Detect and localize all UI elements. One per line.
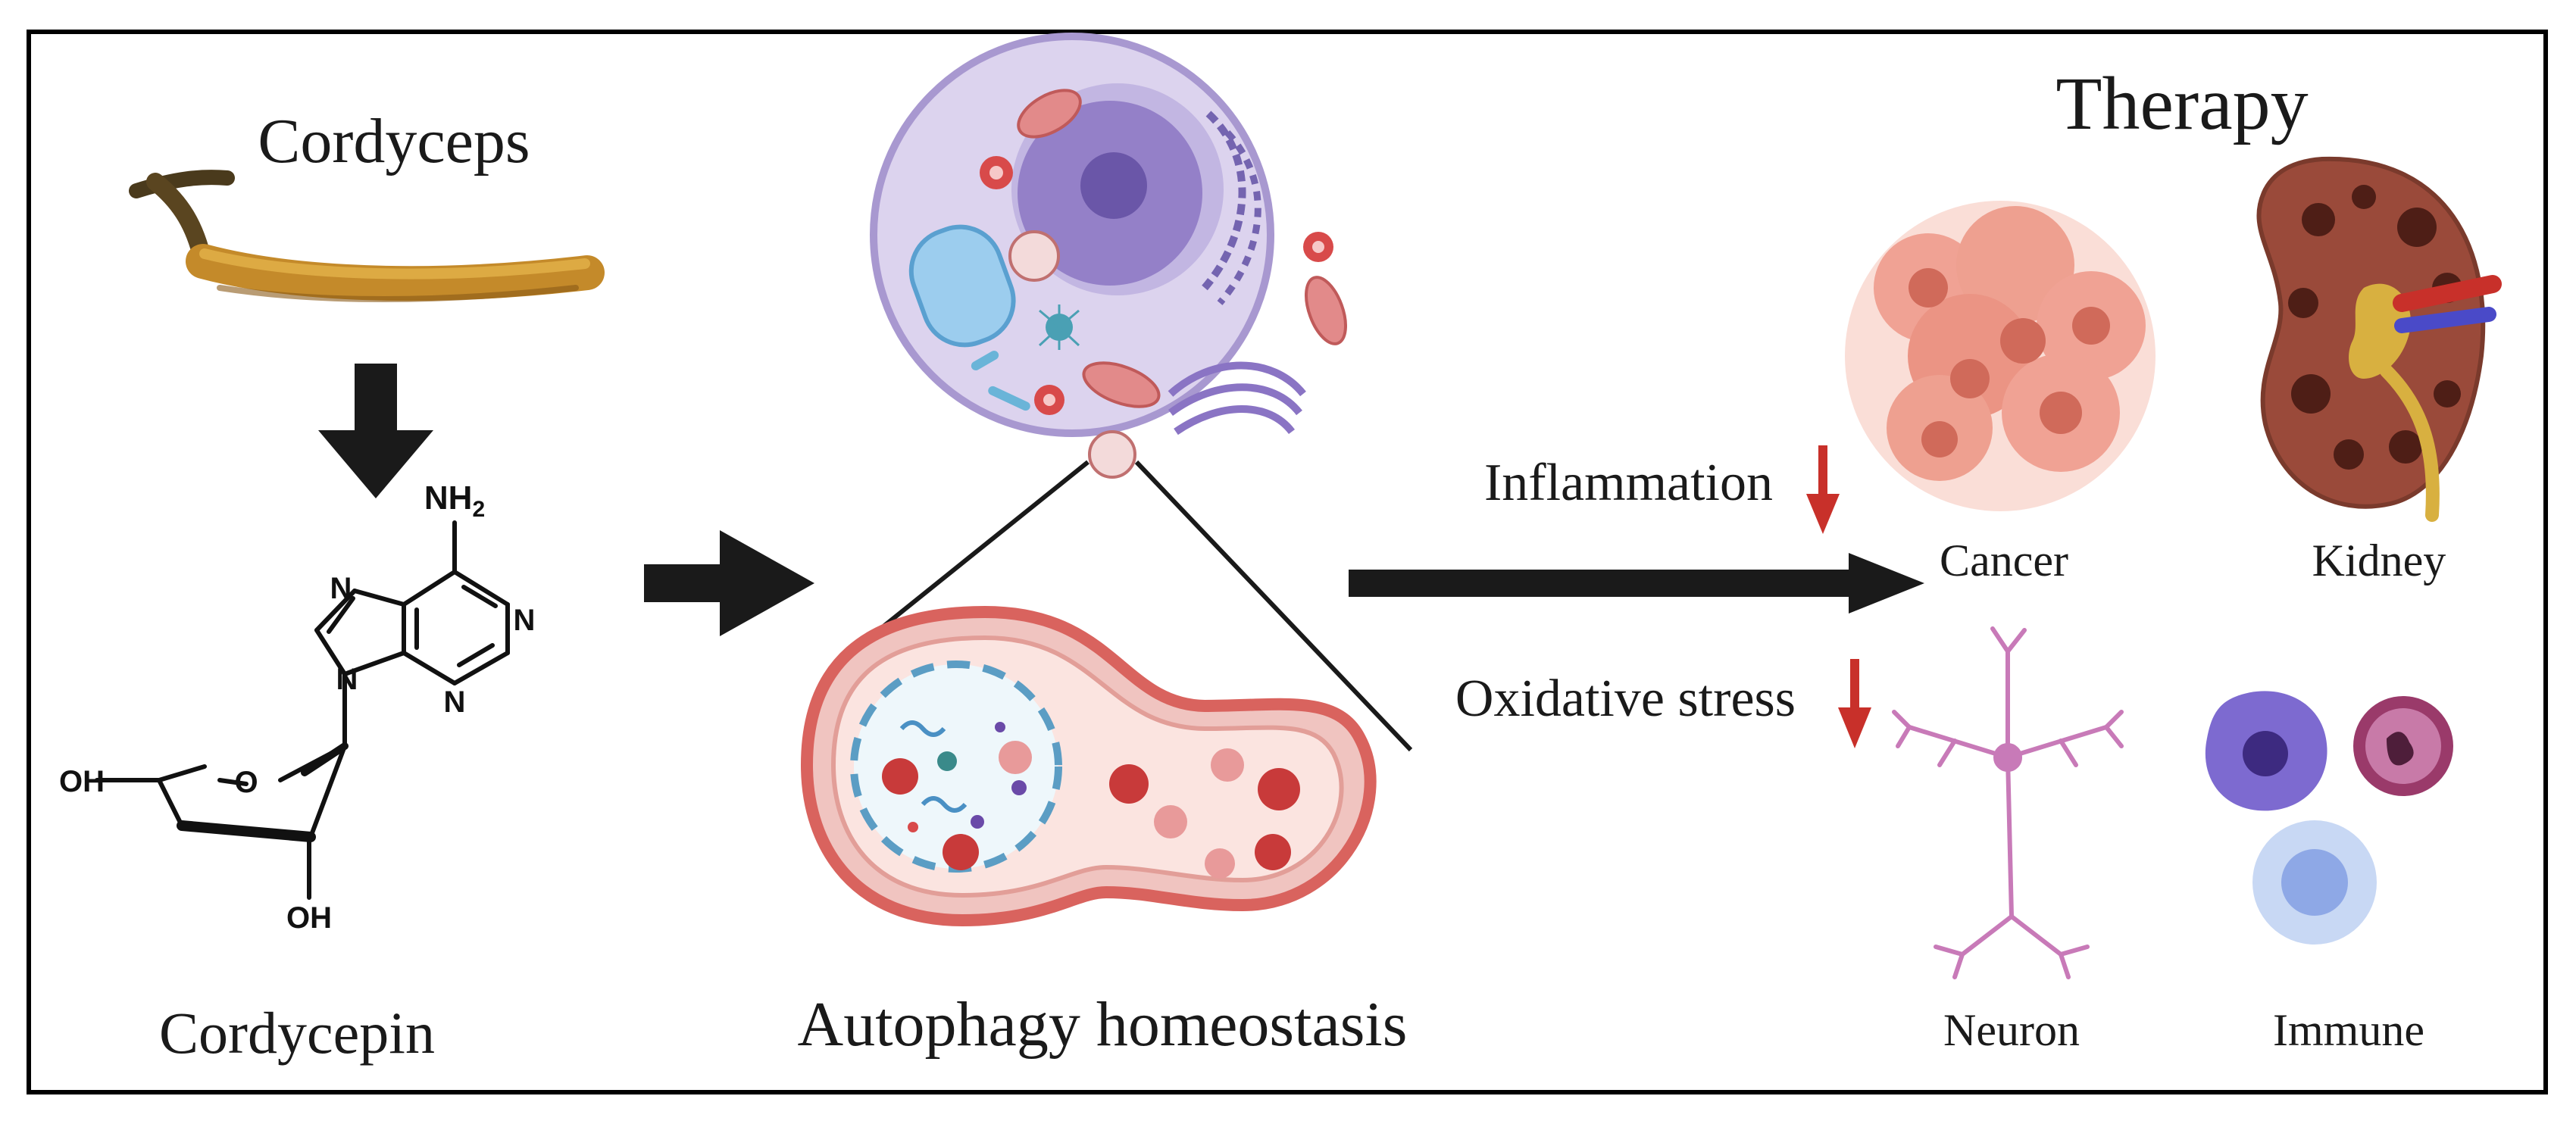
immune-cells-image xyxy=(2205,691,2453,945)
inflammation-down-arrow xyxy=(1806,445,1840,534)
n3-atom: N xyxy=(444,685,466,719)
cell-illustration xyxy=(870,33,1347,479)
cordycepin-structure xyxy=(95,520,510,900)
kidney-label: Kidney xyxy=(2312,536,2446,585)
cordyceps-to-cordycepin-arrow xyxy=(318,364,433,498)
cordyceps-fungus-image xyxy=(129,170,605,302)
n9-atom: N xyxy=(336,663,358,696)
nh2-label: NH2 xyxy=(424,479,485,522)
neuron-image xyxy=(1892,626,2124,979)
cordycepin-label: Cordycepin xyxy=(159,1000,435,1066)
immune-label: Immune xyxy=(2273,1005,2424,1055)
autophagolysosome-illustration xyxy=(800,605,1377,927)
kidney-image xyxy=(2256,156,2502,522)
inflammation-label: Inflammation xyxy=(1484,454,1773,512)
figure-frame xyxy=(27,30,2548,1094)
oxidative-stress-down-arrow xyxy=(1838,659,1871,748)
cordycepin-atom-labels: NH2 N N N N OH O OH xyxy=(59,479,535,935)
oh-left-label: OH xyxy=(59,765,105,798)
cordyceps-label: Cordyceps xyxy=(258,106,530,176)
cell-to-therapy-arrow xyxy=(1349,553,1924,614)
therapy-title: Therapy xyxy=(2055,61,2308,145)
n7-atom: N xyxy=(330,572,352,605)
autophagy-homeostasis-label: Autophagy homeostasis xyxy=(798,989,1408,1060)
oh-bottom-label: OH xyxy=(286,901,332,935)
cancer-label: Cancer xyxy=(1940,536,2068,585)
n1-atom: N xyxy=(514,604,536,637)
oxidative-stress-label: Oxidative stress xyxy=(1455,670,1796,728)
zoom-line-right xyxy=(1134,460,1413,752)
cordycepin-to-cell-arrow xyxy=(644,530,814,636)
neuron-label: Neuron xyxy=(1943,1005,2080,1055)
ring-oxygen: O xyxy=(234,766,258,799)
cancer-tumor-image xyxy=(1845,201,2156,511)
